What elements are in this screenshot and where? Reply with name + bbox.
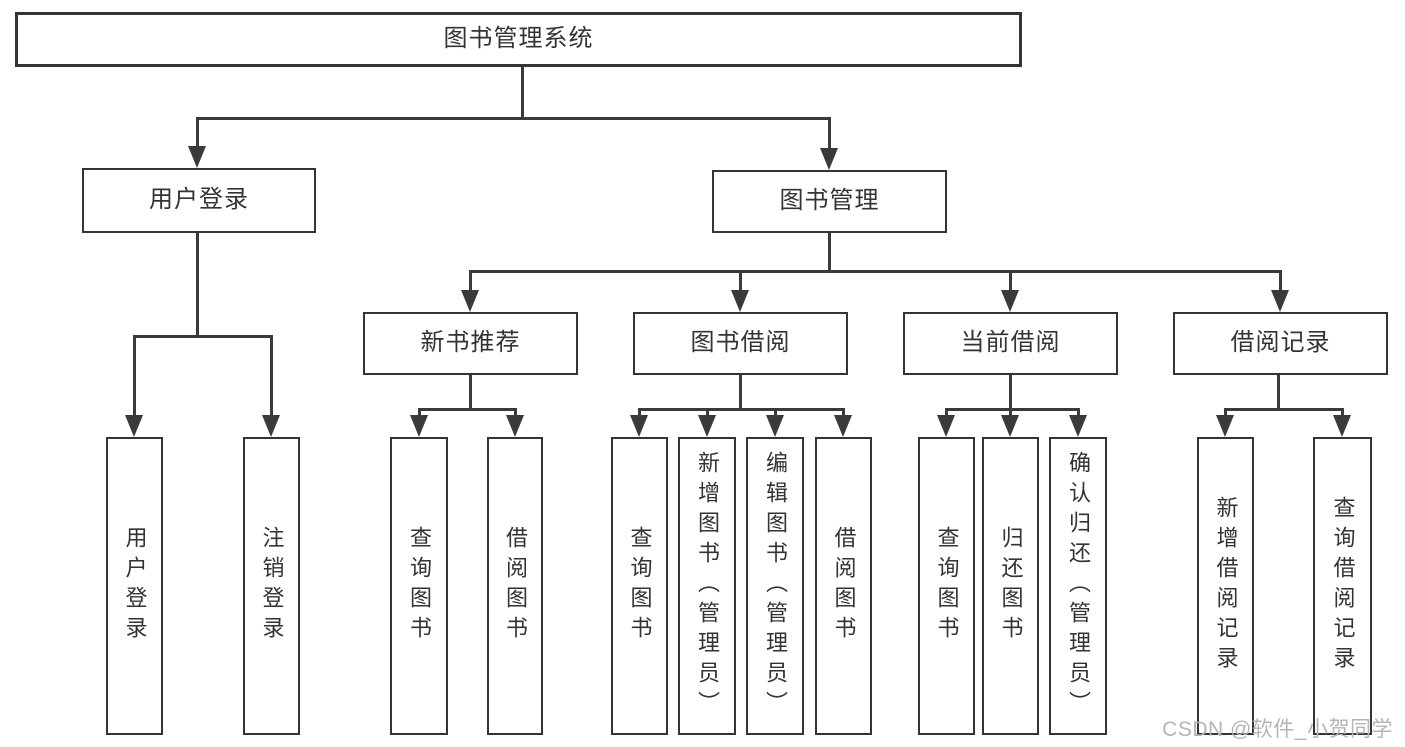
node-label-book-borrow: 图书借阅 [690,329,791,357]
node-book-mgmt: 图书管理 [712,170,947,233]
connector-line-vertical [196,233,199,338]
connector-line-vertical [1279,270,1282,302]
node-label-current-borrow: 当前借阅 [960,329,1061,357]
node-leaf-borrow-book-2: 借阅图书 [815,437,872,735]
arrowhead-down-icon [188,146,206,168]
node-label-leaf-confirm-return: 确认归还（管理员） [1066,451,1091,721]
arrowhead-down-icon [1069,415,1087,437]
node-label-borrow-records: 借阅记录 [1230,329,1331,357]
connector-line-vertical [1009,375,1012,411]
node-leaf-borrow-book-1: 借阅图书 [487,437,543,735]
connector-line-vertical [521,67,524,119]
connector-line-vertical [828,117,831,160]
node-label-new-book-rec: 新书推荐 [420,329,521,357]
node-label-leaf-return-book: 归还图书 [998,526,1024,646]
arrowhead-down-icon [1271,290,1289,312]
node-label-leaf-add-book: 新增图书（管理员） [695,451,720,721]
connector-line-vertical [739,270,742,302]
node-label-leaf-logout: 注销登录 [259,526,285,646]
connector-line-vertical [739,375,742,411]
node-current-borrow: 当前借阅 [903,312,1118,375]
arrowhead-down-icon [461,290,479,312]
connector-line-horizontal [196,117,831,120]
node-label-leaf-borrow-book-1: 借阅图书 [503,526,528,646]
node-leaf-query-book-1: 查询图书 [390,437,448,735]
arrowhead-down-icon [731,290,749,312]
connector-line-vertical [1009,270,1012,302]
arrowhead-down-icon [630,415,648,437]
node-borrow-records: 借阅记录 [1173,312,1388,375]
connector-line-horizontal [1224,408,1344,411]
connector-line-horizontal [418,408,517,411]
node-leaf-add-borrow-record: 新增借阅记录 [1197,437,1254,735]
node-leaf-add-book: 新增图书（管理员） [678,437,736,735]
arrowhead-down-icon [698,415,716,437]
arrowhead-down-icon [1216,415,1234,437]
node-label-book-mgmt: 图书管理 [779,187,880,215]
node-new-book-rec: 新书推荐 [363,312,578,375]
node-label-root: 图书管理系统 [443,25,594,53]
connector-line-vertical [469,375,472,411]
arrowhead-down-icon [410,415,428,437]
connector-line-horizontal [133,335,273,338]
node-leaf-query-borrow-record: 查询借阅记录 [1313,437,1372,735]
arrowhead-down-icon [1001,415,1019,437]
node-book-borrow: 图书借阅 [633,312,848,375]
node-leaf-query-book-3: 查询图书 [918,437,975,735]
arrowhead-down-icon [937,415,955,437]
arrowhead-down-icon [766,415,784,437]
connector-line-vertical [469,270,472,302]
arrowhead-down-icon [1001,290,1019,312]
arrowhead-down-icon [506,415,524,437]
node-user-login: 用户登录 [82,168,316,233]
connector-line-horizontal [469,270,1282,273]
node-root: 图书管理系统 [15,12,1022,67]
arrowhead-down-icon [820,148,838,170]
node-label-leaf-add-borrow-record: 新增借阅记录 [1213,496,1239,676]
node-label-leaf-query-borrow-record: 查询借阅记录 [1330,496,1356,676]
node-leaf-query-book-2: 查询图书 [611,437,668,735]
connector-line-vertical [270,335,273,427]
connector-line-horizontal [945,408,1080,411]
node-label-leaf-query-book-1: 查询图书 [407,526,432,646]
node-leaf-logout: 注销登录 [243,437,300,735]
node-leaf-user-login: 用户登录 [106,437,163,735]
node-leaf-return-book: 归还图书 [982,437,1039,735]
node-label-leaf-query-book-3: 查询图书 [934,526,960,646]
connector-line-vertical [1277,375,1280,411]
arrowhead-down-icon [834,415,852,437]
connector-line-horizontal [638,408,845,411]
arrowhead-down-icon [262,415,280,437]
connector-line-vertical [828,233,831,273]
node-leaf-confirm-return: 确认归还（管理员） [1049,437,1107,735]
node-label-leaf-edit-book: 编辑图书（管理员） [763,451,788,721]
arrowhead-down-icon [1333,415,1351,437]
node-leaf-edit-book: 编辑图书（管理员） [746,437,804,735]
node-label-leaf-borrow-book-2: 借阅图书 [831,526,857,646]
watermark: CSDN @软件_小贺同学 [1162,718,1393,741]
node-label-leaf-query-book-2: 查询图书 [627,526,653,646]
node-label-leaf-user-login: 用户登录 [122,526,148,646]
connector-line-vertical [133,335,136,427]
arrowhead-down-icon [125,415,143,437]
node-label-user-login: 用户登录 [149,186,249,214]
connector-line-vertical [196,117,199,158]
